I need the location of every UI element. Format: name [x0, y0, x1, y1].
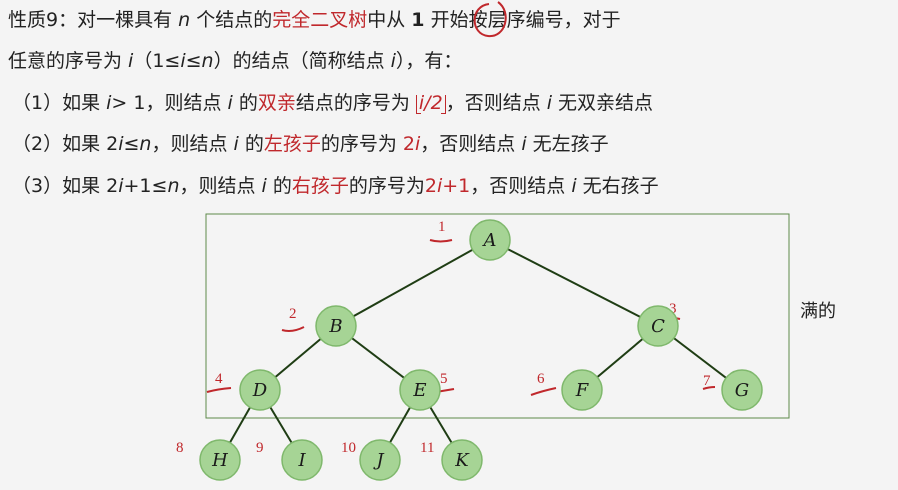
node-number-K: 11 [420, 440, 434, 456]
tree-node-G: G [721, 369, 763, 411]
tree-node-D: D [239, 369, 281, 411]
tree-node-F: F [561, 369, 603, 411]
node-number-C: 3 [669, 301, 677, 317]
node-label: F [575, 380, 590, 401]
tree-node-A: A [469, 219, 511, 261]
property-9-line2: 任意的序号为 i（1≤i≤n）的结点（简称结点 i），有： [8, 50, 463, 72]
node-label: I [297, 450, 306, 471]
node-circle [637, 305, 679, 347]
node-number-G: 7 [703, 373, 711, 389]
node-circle [315, 305, 357, 347]
node-number-F: 6 [537, 371, 545, 387]
node-label: H [211, 450, 228, 471]
node-label: J [372, 450, 385, 471]
tree-frame [205, 213, 790, 419]
pen-stroke-A [429, 239, 453, 243]
node-number-J: 10 [341, 440, 356, 456]
tree-node-C: C [637, 305, 679, 347]
node-circle [359, 439, 401, 481]
tree-node-E: E [399, 369, 441, 411]
node-label: G [735, 380, 749, 401]
full-tree-note: 满的 [800, 301, 836, 322]
node-label: E [412, 380, 426, 401]
edge-A-B [335, 239, 491, 327]
node-number-E: 5 [440, 371, 448, 387]
pen-circle-annotation [473, 1, 507, 38]
node-circle [721, 369, 763, 411]
pen-stroke-B [281, 326, 305, 332]
tree-node-B: B [315, 305, 357, 347]
node-label: K [454, 450, 470, 471]
node-number-H: 8 [176, 440, 184, 456]
edge-A-C [489, 239, 659, 327]
pen-stroke-G [702, 386, 716, 390]
node-circle [239, 369, 281, 411]
pen-stroke-F [530, 387, 557, 396]
node-circle [441, 439, 483, 481]
node-label: B [328, 316, 342, 337]
node-number-I: 9 [256, 440, 264, 456]
node-number-B: 2 [289, 306, 297, 322]
node-label: D [252, 380, 268, 401]
pen-stroke-D [206, 387, 232, 393]
tree-node-I: I [281, 439, 323, 481]
node-circle [469, 219, 511, 261]
node-number-A: 1 [438, 219, 446, 235]
property-9-title: 性质9：对一棵具有 n 个结点的完全二叉树中从 1 开始按层序编号，对于 [8, 9, 621, 31]
node-number-D: 4 [215, 371, 223, 387]
rule-3-right-child: （3）如果 2i+1≤n，则结点 i 的右孩子的序号为2i+1，否则结点 i 无… [12, 175, 659, 197]
node-label: A [482, 230, 497, 251]
tree-node-H: H [199, 439, 241, 481]
node-circle [199, 439, 241, 481]
tree-node-J: J [359, 439, 401, 481]
rule-2-left-child: （2）如果 2i≤n，则结点 i 的左孩子的序号为 2i，否则结点 i 无左孩子 [12, 133, 609, 155]
node-label: C [651, 316, 665, 337]
node-circle [281, 439, 323, 481]
tree-node-K: K [441, 439, 483, 481]
node-circle [399, 369, 441, 411]
rule-1-parent: （1）如果 i> 1，则结点 i 的双亲结点的序号为 i/2，否则结点 i 无双… [12, 90, 654, 116]
node-circle [561, 369, 603, 411]
floor-i-over-2: i/2 [415, 90, 446, 116]
